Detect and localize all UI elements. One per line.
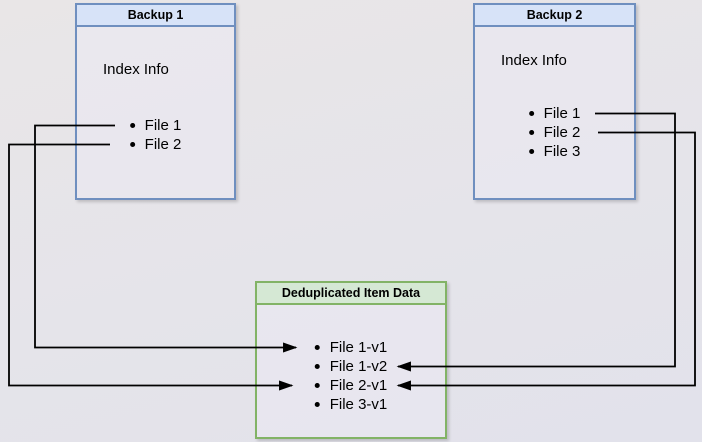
- backup1-subtitle: Index Info: [103, 61, 169, 78]
- file-item: File 2-v1: [315, 376, 388, 395]
- backup1-title: Backup 1: [77, 5, 234, 27]
- file-item: File 2: [130, 135, 182, 154]
- file-item: File 1: [130, 116, 182, 135]
- file-item: File 2: [529, 123, 581, 142]
- file-item: File 3: [529, 142, 581, 161]
- backup2-subtitle: Index Info: [501, 52, 567, 69]
- file-item: File 1-v1: [315, 338, 388, 357]
- file-item: File 1-v2: [315, 357, 388, 376]
- deduplicated-item-data-title: Deduplicated Item Data: [257, 283, 445, 305]
- backup2-title: Backup 2: [475, 5, 634, 27]
- file-item: File 3-v1: [315, 395, 388, 414]
- file-item: File 1: [529, 104, 581, 123]
